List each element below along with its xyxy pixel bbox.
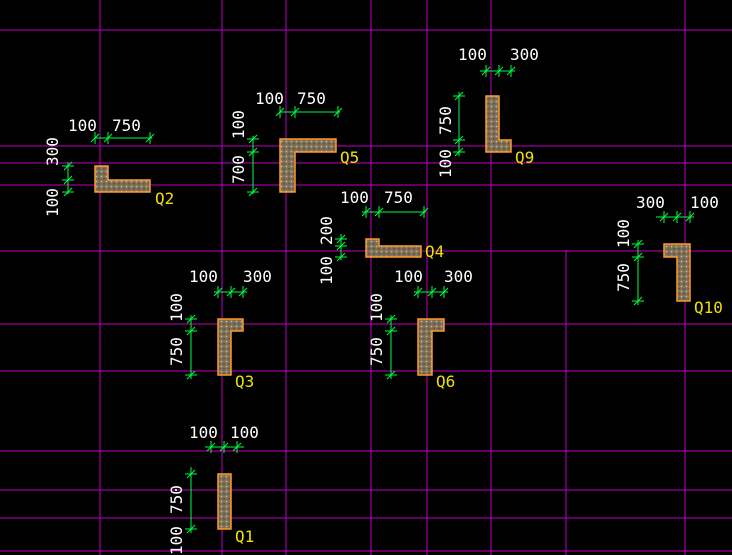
wall-q5-dim-left-2: 700 <box>229 155 248 184</box>
wall-q10-dim-top-2: 100 <box>690 193 719 212</box>
wall-q9-dimensions <box>453 65 516 157</box>
wall-q10-dim-left-1: 100 <box>614 219 633 248</box>
wall-q6-shape <box>417 318 445 376</box>
wall-q4-shape <box>365 238 422 258</box>
wall-q6-dim-left-1: 100 <box>367 293 386 322</box>
wall-q5-dim-top-1: 100 <box>255 89 284 108</box>
wall-q9-shape <box>485 95 512 153</box>
wall-q1-dim-top-1: 100 <box>189 423 218 442</box>
wall-q3-dim-left-2: 750 <box>167 337 186 366</box>
wall-q3-dim-top-1: 100 <box>189 267 218 286</box>
wall-q5-dim-left-1: 100 <box>229 110 248 139</box>
wall-q10-dimensions <box>632 211 695 306</box>
wall-q2[interactable]: 100 750 300 100 Q2 <box>43 116 174 217</box>
wall-q6-dim-top-1: 100 <box>394 267 423 286</box>
wall-q4-dimensions <box>335 206 429 262</box>
wall-q9-dim-left-1: 750 <box>436 106 455 135</box>
wall-q1-label: Q1 <box>235 527 254 546</box>
wall-q4[interactable]: 100 750 200 100 Q4 <box>317 188 444 285</box>
wall-q6-dim-left-2: 750 <box>367 337 386 366</box>
wall-q4-dim-top-1: 100 <box>340 188 369 207</box>
wall-q1-shape <box>217 473 232 530</box>
wall-q2-dim-left-1: 300 <box>43 137 62 166</box>
wall-q1-dimensions <box>185 441 244 534</box>
wall-q10-shape <box>663 243 691 302</box>
wall-q2-dim-top-2: 750 <box>112 116 141 135</box>
wall-q4-dim-top-2: 750 <box>384 188 413 207</box>
wall-q1-dim-left-2: 100 <box>167 526 186 555</box>
wall-q9-dim-top-2: 300 <box>510 45 539 64</box>
wall-q4-label: Q4 <box>425 242 444 261</box>
wall-q6[interactable]: 100 300 100 750 Q6 <box>367 267 473 391</box>
wall-q10[interactable]: 300 100 100 750 Q10 <box>614 193 723 317</box>
wall-q4-dim-left-1: 200 <box>317 216 336 245</box>
wall-q6-dim-top-2: 300 <box>444 267 473 286</box>
wall-q3-dimensions <box>185 286 248 380</box>
wall-q10-dim-top-1: 300 <box>636 193 665 212</box>
wall-q5-shape <box>279 138 337 193</box>
wall-q9[interactable]: 100 300 750 100 Q9 <box>436 45 539 178</box>
wall-q3[interactable]: 100 300 100 750 Q3 <box>167 267 272 391</box>
wall-q10-label: Q10 <box>694 298 723 317</box>
wall-q6-dimensions <box>385 286 449 380</box>
wall-q3-shape <box>217 318 244 376</box>
wall-q2-label: Q2 <box>155 189 174 208</box>
wall-q1[interactable]: 100 100 750 100 Q1 <box>167 423 259 555</box>
wall-q5-dimensions <box>247 106 343 197</box>
wall-q5-label: Q5 <box>340 148 359 167</box>
wall-q5[interactable]: 100 750 100 700 Q5 <box>229 89 359 197</box>
wall-q5-dim-top-2: 750 <box>297 89 326 108</box>
wall-q9-dim-left-2: 100 <box>436 149 455 178</box>
wall-q2-dim-left-2: 100 <box>43 188 62 217</box>
wall-q3-dim-top-2: 300 <box>243 267 272 286</box>
wall-q1-dim-left-1: 750 <box>167 485 186 514</box>
wall-q2-dim-top-1: 100 <box>68 116 97 135</box>
wall-q3-label: Q3 <box>235 372 254 391</box>
wall-q6-label: Q6 <box>436 372 455 391</box>
wall-q3-dim-left-1: 100 <box>167 293 186 322</box>
wall-q1-dim-top-2: 100 <box>230 423 259 442</box>
wall-q2-shape <box>94 165 151 193</box>
wall-q9-dim-top-1: 100 <box>458 45 487 64</box>
wall-q10-dim-left-2: 750 <box>614 263 633 292</box>
wall-q4-dim-left-2: 100 <box>317 256 336 285</box>
wall-q9-label: Q9 <box>515 148 534 167</box>
wall-q2-dimensions <box>62 132 155 197</box>
